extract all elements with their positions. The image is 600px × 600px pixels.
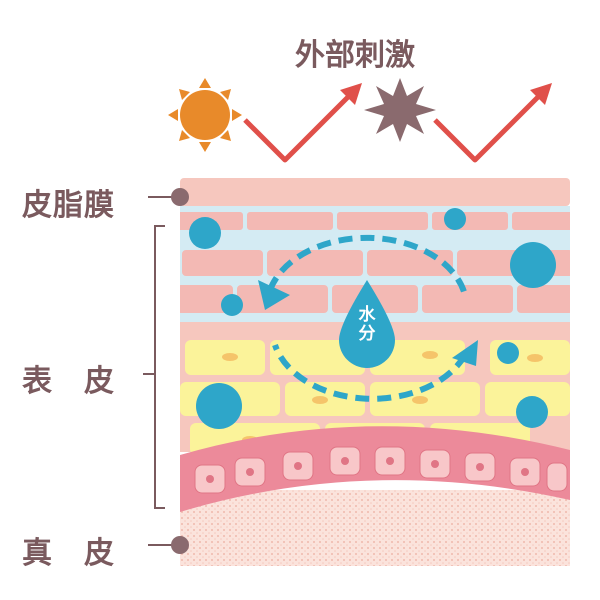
dermis-marker [171,536,189,554]
water-label-line2: 分 [358,324,376,344]
circular-arrow-icon [267,234,468,402]
water-label: 水 分 [347,306,387,344]
water-drop-icon [339,280,395,368]
water-label-line1: 水 [358,305,376,325]
sebum-film-layer [180,178,570,206]
water-droplets [189,208,556,429]
dermis-label: 真 皮 [22,536,115,571]
zigzag-arrow-icon [433,83,552,163]
sebum-marker [171,188,189,206]
zigzag-arrow-icon [243,83,362,163]
external-stimulus-title: 外部刺激 [295,38,415,73]
dermis-layer [180,490,570,566]
irritant-burst-icon [364,78,436,142]
epidermis-label: 表 皮 [22,364,115,399]
sun-icon [168,78,242,152]
sebum-film-label: 皮脂膜 [22,188,115,223]
